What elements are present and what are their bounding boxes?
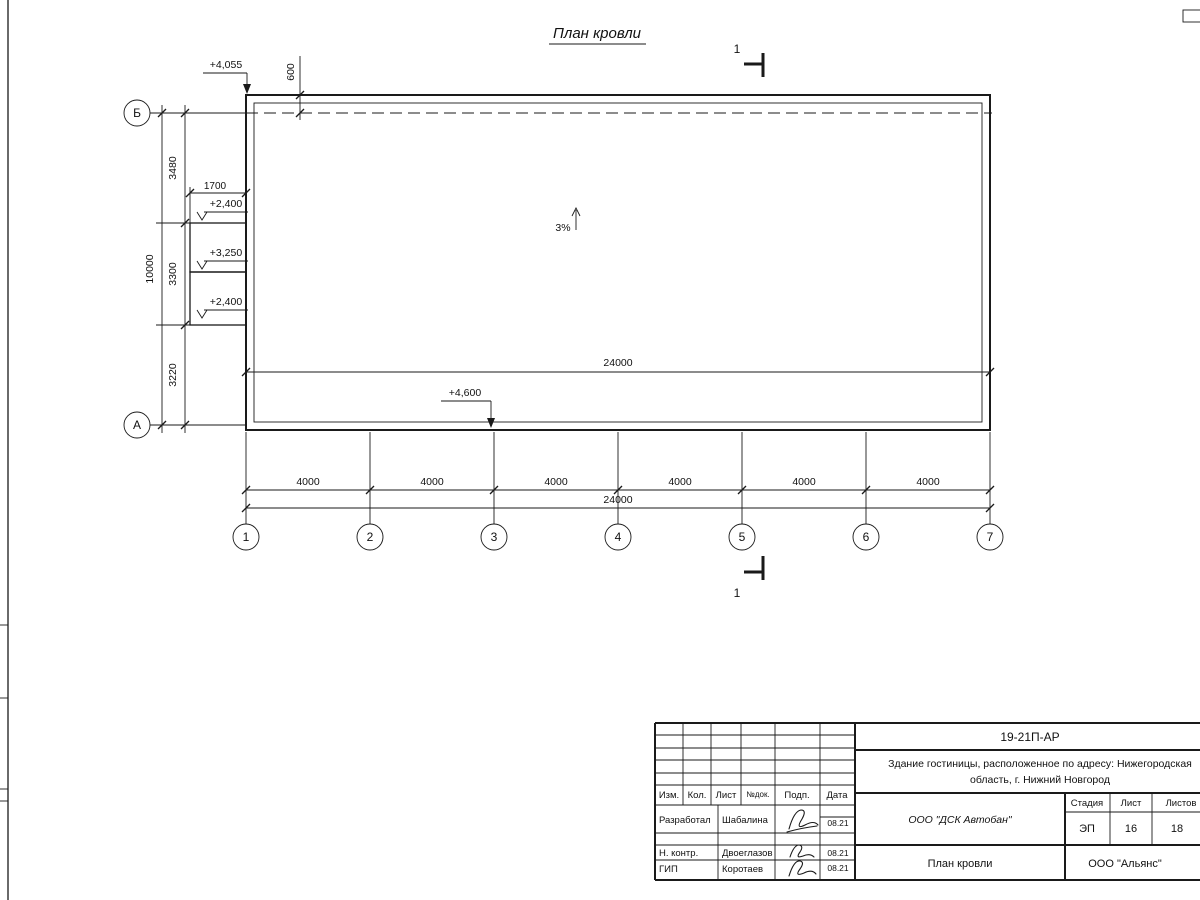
roof-outline: [245, 94, 991, 431]
elev-arrow-icon: [243, 84, 251, 94]
title-block: Изм. Кол. Лист №док. Подп. Дата Разработ…: [654, 722, 1200, 881]
axis-label-a: А: [133, 418, 141, 432]
elevation-mark-top: +4,055: [203, 59, 251, 94]
axis-circle-b: Б: [123, 99, 151, 127]
tb-name-ncontrol: Двоеглазов: [722, 848, 773, 859]
tb-sheets-label: Листов: [1166, 798, 1197, 809]
tb-sheet-label: Лист: [1121, 798, 1142, 809]
signature-developer-flourish: [786, 825, 818, 833]
tb-header-izm: Изм.: [659, 790, 679, 801]
axis-circle-a: А: [123, 411, 151, 439]
elev-arrow-icon: [487, 418, 495, 428]
elevation-mark-canopy2: +3,250: [196, 247, 248, 270]
tb-sheets-value: 18: [1171, 823, 1183, 835]
tb-date-developer: 08.21: [827, 818, 849, 828]
tb-header-podp: Подп.: [784, 790, 809, 801]
elevation-mark-canopy3: +2,400: [196, 296, 248, 319]
tb-company: ООО "ДСК Автобан": [908, 814, 1013, 826]
dim-3480-label: 3480: [167, 156, 179, 180]
bottom-extension-lines: [245, 432, 991, 524]
corner-stamp-box: [1182, 9, 1200, 23]
section-number-top: 1: [734, 42, 741, 56]
axis-label-b: Б: [133, 106, 141, 120]
tb-role-ncontrol: Н. контр.: [659, 848, 698, 859]
dim-10000-label: 10000: [144, 254, 156, 283]
tb-name-developer: Шабалина: [722, 815, 769, 826]
elev-3250-label: +3,250: [210, 247, 243, 259]
tb-header-list: Лист: [716, 790, 737, 801]
signature-ncontrol: [789, 844, 815, 858]
slope-mark: 3%: [555, 206, 581, 234]
axis-circles-bottom: 1 2 3 4 5 6 7: [232, 523, 1004, 551]
section-mark-top: 1: [734, 42, 765, 77]
dim-bay-label: 4000: [668, 476, 692, 488]
tb-project-line2: область, г. Нижний Новгород: [970, 774, 1110, 786]
axis-label-4: 4: [615, 530, 622, 544]
canopy-outline: [189, 222, 247, 326]
tb-header-kol: Кол.: [688, 790, 707, 801]
dim-bay-label: 4000: [420, 476, 444, 488]
tb-name-gip: Коротаев: [722, 864, 763, 875]
dim-bottom-total: 24000: [241, 494, 995, 513]
tb-stage-value: ЭП: [1079, 823, 1095, 835]
elevation-mark-canopy1: +2,400: [196, 198, 248, 221]
axis-label-3: 3: [491, 530, 498, 544]
dim-600: 600: [285, 56, 305, 120]
tb-role-gip: ГИП: [659, 864, 678, 875]
section-mark-bottom: 1: [734, 556, 765, 600]
axis-lines: [150, 112, 992, 426]
dim-bay-label: 4000: [792, 476, 816, 488]
page-title: План кровли: [553, 25, 642, 42]
tb-header-data: Дата: [826, 790, 848, 801]
tb-stage-label: Стадия: [1071, 798, 1103, 809]
tb-role-developer: Разработал: [659, 815, 711, 826]
axis-label-2: 2: [367, 530, 374, 544]
dim-1700: 1700: [185, 181, 251, 223]
axis-label-5: 5: [739, 530, 746, 544]
dim-24000-total-label: 24000: [603, 494, 632, 506]
dim-bottom-chain: 4000 4000 4000 4000 4000 4000: [241, 476, 995, 495]
dim-bay-label: 4000: [296, 476, 320, 488]
tb-date-gip: 08.21: [827, 863, 849, 873]
axis-label-6: 6: [863, 530, 870, 544]
signature-gip: [788, 860, 817, 877]
tb-drawing-name: План кровли: [928, 858, 993, 870]
left-dimension-chain: 3480 3300 3220 10000: [144, 105, 192, 433]
elev-4055-label: +4,055: [210, 59, 243, 71]
dim-3300-label: 3300: [167, 262, 179, 286]
dim-24000-inner: 24000: [241, 357, 995, 377]
dim-bay-label: 4000: [544, 476, 568, 488]
tb-header-ndok: №док.: [746, 790, 769, 799]
dim-bay-label: 4000: [916, 476, 940, 488]
roof-parapet-line: [253, 102, 983, 423]
dim-3220-label: 3220: [167, 363, 179, 387]
dim-1700-label: 1700: [204, 181, 227, 192]
tb-doc-number: 19-21П-АР: [1000, 730, 1059, 744]
tb-date-ncontrol: 08.21: [827, 848, 849, 858]
slope-label: 3%: [555, 222, 570, 234]
dim-24000-inner-label: 24000: [603, 357, 632, 369]
tb-org: ООО "Альянс": [1088, 858, 1162, 870]
axis-label-1: 1: [243, 530, 250, 544]
tb-sheet-value: 16: [1125, 823, 1137, 835]
axis-label-7: 7: [987, 530, 994, 544]
tb-project-line1: Здание гостиницы, расположенное по адрес…: [888, 758, 1192, 770]
drawing-title: План кровли: [549, 25, 646, 45]
elev-4600-label: +4,600: [449, 387, 482, 399]
section-number-bottom: 1: [734, 586, 741, 600]
elevation-mark-bottom: +4,600: [441, 387, 495, 428]
dim-600-label: 600: [285, 63, 297, 81]
elev-2400b-label: +2,400: [210, 296, 243, 308]
elev-2400a-label: +2,400: [210, 198, 243, 210]
signature-developer: [788, 809, 819, 830]
